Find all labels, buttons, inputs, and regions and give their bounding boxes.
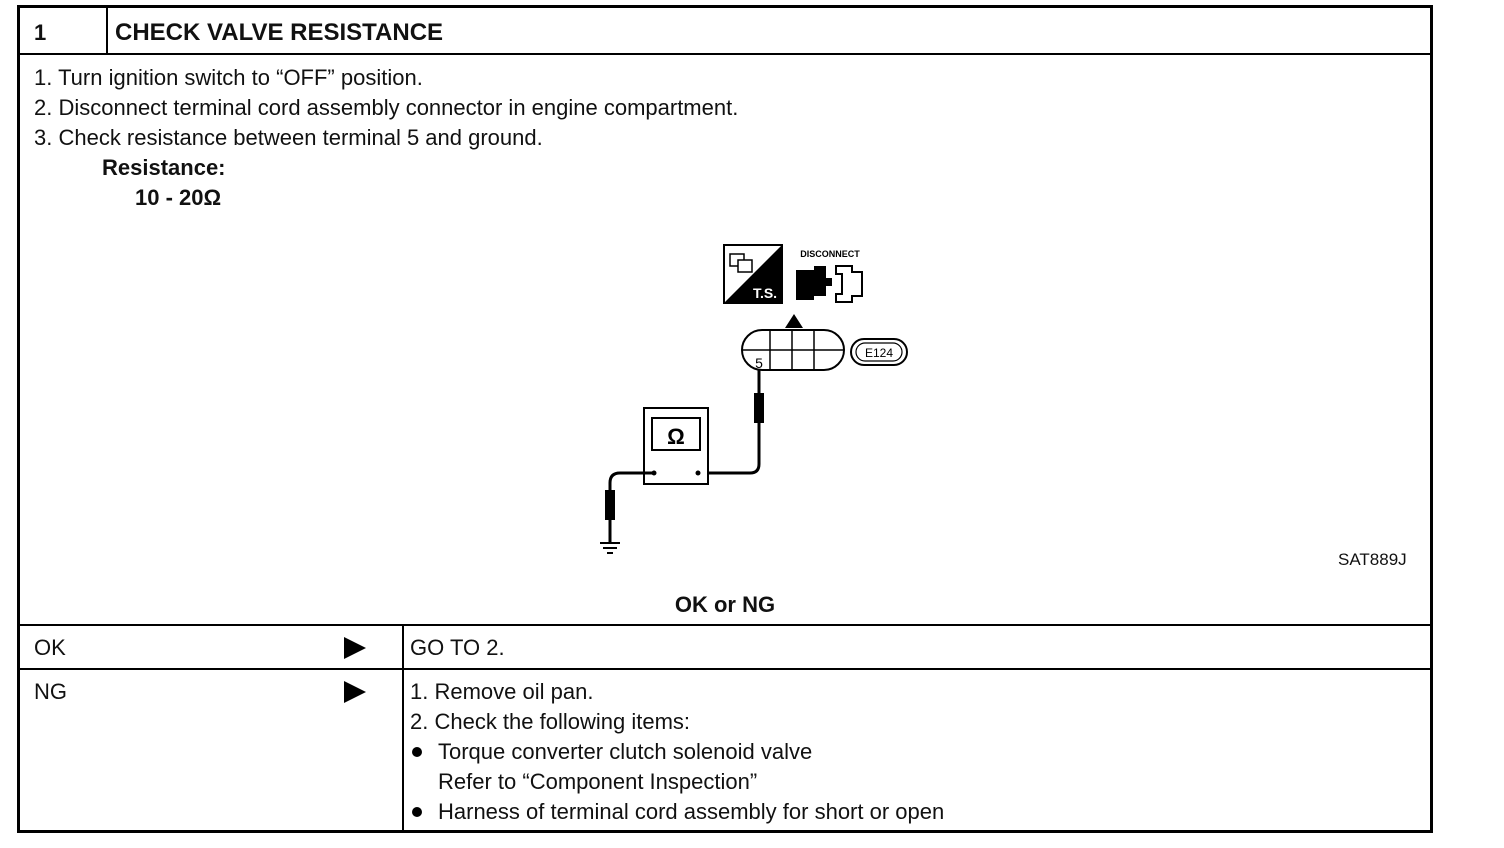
procedure-sheet: 1 CHECK VALVE RESISTANCE 1. Turn ignitio… bbox=[17, 5, 1433, 833]
header-bottom-rule bbox=[20, 53, 1430, 55]
results-middle-rule bbox=[20, 668, 1430, 670]
ng-bullet-1-sub: Refer to “Component Inspection” bbox=[438, 769, 758, 794]
harness-connector: 5 bbox=[741, 329, 845, 371]
connector-id-badge: E124 bbox=[850, 338, 908, 366]
disconnect-label: DISCONNECT bbox=[800, 249, 860, 259]
ng-bullet-2: Harness of terminal cord assembly for sh… bbox=[438, 799, 945, 824]
ohm-symbol: Ω bbox=[667, 424, 685, 449]
procedure-step-2: 2. Disconnect terminal cord assembly con… bbox=[34, 95, 739, 120]
ok-arrow-icon bbox=[344, 637, 366, 659]
procedure-step-3: 3. Check resistance between terminal 5 a… bbox=[34, 125, 543, 150]
ng-bullet-1: Torque converter clutch solenoid valve bbox=[438, 739, 813, 764]
ground-probe bbox=[605, 490, 615, 520]
ground-lead bbox=[608, 471, 654, 543]
results-column-divider bbox=[402, 624, 404, 830]
connector-id: E124 bbox=[865, 346, 893, 360]
ok-label: OK bbox=[34, 635, 66, 660]
step-number: 1 bbox=[34, 20, 47, 45]
ground-symbol bbox=[600, 542, 620, 554]
bullet-icon bbox=[412, 807, 422, 817]
ok-action: GO TO 2. bbox=[410, 635, 505, 660]
ohmmeter: Ω bbox=[643, 407, 709, 485]
figure-code: SAT889J bbox=[1338, 550, 1407, 569]
ng-label: NG bbox=[34, 679, 67, 704]
results-top-rule bbox=[20, 624, 1430, 626]
ok-or-ng-question: OK or NG bbox=[674, 592, 776, 617]
header-divider bbox=[106, 8, 108, 53]
bullet-icon bbox=[412, 747, 422, 757]
ng-step-1: 1. Remove oil pan. bbox=[410, 679, 594, 704]
ng-step-2: 2. Check the following items: bbox=[410, 709, 691, 734]
positive-probe bbox=[754, 393, 764, 423]
ng-arrow-icon bbox=[344, 681, 366, 703]
ts-label: T.S. bbox=[753, 285, 777, 301]
procedure-step-1: 1. Turn ignition switch to “OFF” positio… bbox=[34, 65, 423, 90]
disconnect-icon: DISCONNECT bbox=[796, 249, 863, 303]
terminal-strip-icon: T.S. bbox=[723, 244, 783, 304]
resistance-check-diagram: T.S. DISCONNECT 5 E124 bbox=[600, 244, 908, 554]
terminal-number: 5 bbox=[755, 355, 763, 371]
probe-pointer bbox=[785, 314, 803, 328]
positive-lead bbox=[698, 370, 761, 475]
resistance-label: Resistance: bbox=[102, 155, 226, 180]
resistance-value: 10 - 20Ω bbox=[135, 185, 222, 210]
step-title: CHECK VALVE RESISTANCE bbox=[115, 19, 444, 46]
